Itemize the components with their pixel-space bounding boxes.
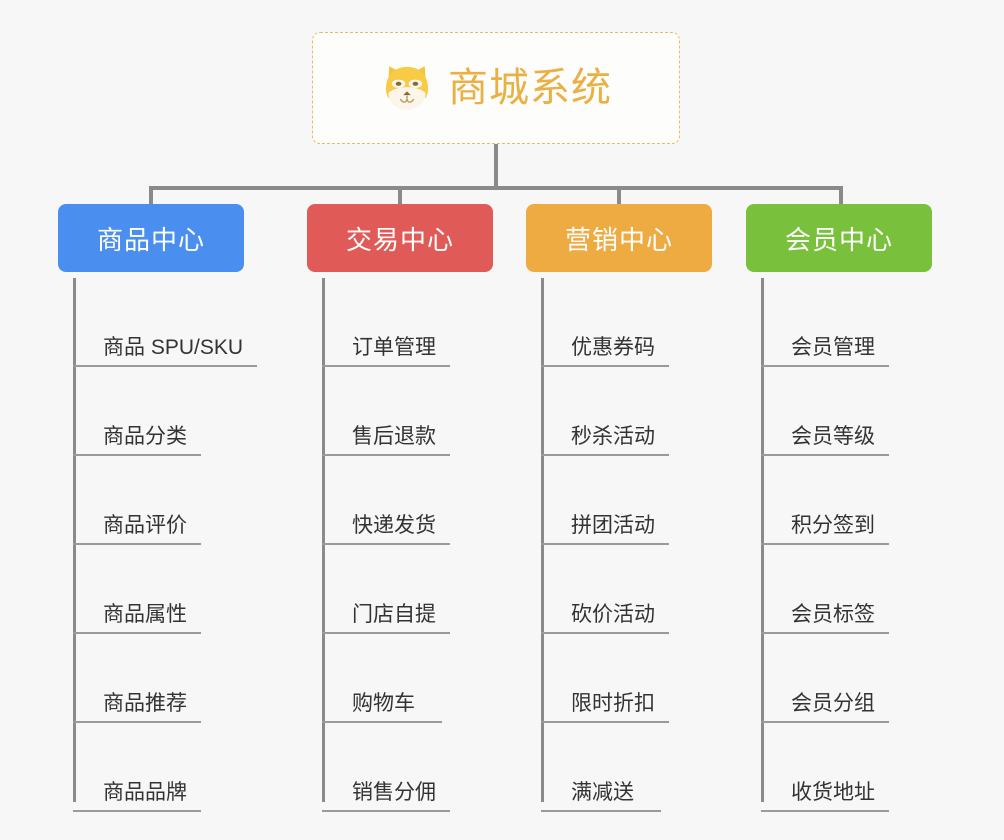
list-item[interactable]: 商品推荐 bbox=[73, 634, 201, 723]
leaf-label: 商品推荐 bbox=[103, 691, 187, 715]
leaf-list-member-center: 会员管理 会员等级 积分签到 会员标签 会员分组 收货地址 bbox=[761, 278, 889, 812]
root-node[interactable]: 商城系统 bbox=[312, 32, 680, 144]
list-item[interactable]: 商品属性 bbox=[73, 545, 201, 634]
list-item[interactable]: 满减送 bbox=[541, 723, 661, 812]
list-item[interactable]: 砍价活动 bbox=[541, 545, 669, 634]
list-item[interactable]: 商品 SPU/SKU bbox=[73, 278, 258, 367]
leaf-list-product-center: 商品 SPU/SKU 商品分类 商品评价 商品属性 商品推荐 商品品牌 bbox=[73, 278, 258, 812]
list-item[interactable]: 积分签到 bbox=[761, 456, 889, 545]
list-item[interactable]: 优惠券码 bbox=[541, 278, 669, 367]
list-item[interactable]: 会员管理 bbox=[761, 278, 889, 367]
leaf-label: 满减送 bbox=[571, 780, 634, 804]
leaf-label: 订单管理 bbox=[352, 335, 436, 359]
category-header-member-center[interactable]: 会员中心 bbox=[746, 204, 932, 272]
list-item[interactable]: 会员分组 bbox=[761, 634, 889, 723]
column-product-center: 商品中心 商品 SPU/SKU 商品分类 商品评价 商品属性 商品推荐 商品品牌 bbox=[58, 204, 258, 812]
column-spine bbox=[322, 278, 325, 802]
drop-connector-3 bbox=[617, 186, 621, 206]
leaf-label: 商品属性 bbox=[103, 602, 187, 626]
leaf-label: 秒杀活动 bbox=[571, 424, 655, 448]
leaf-label: 会员管理 bbox=[791, 335, 875, 359]
leaf-label: 限时折扣 bbox=[571, 691, 655, 715]
leaf-label: 商品分类 bbox=[103, 424, 187, 448]
list-item[interactable]: 会员等级 bbox=[761, 367, 889, 456]
list-item[interactable]: 拼团活动 bbox=[541, 456, 669, 545]
list-item[interactable]: 收货地址 bbox=[761, 723, 889, 812]
leaf-label: 商品 SPU/SKU bbox=[103, 335, 244, 359]
leaf-label: 会员等级 bbox=[791, 424, 875, 448]
column-trade-center: 交易中心 订单管理 售后退款 快递发货 门店自提 购物车 销售分佣 bbox=[307, 204, 493, 812]
leaf-label: 优惠券码 bbox=[571, 335, 655, 359]
category-label: 营销中心 bbox=[564, 224, 673, 255]
leaf-label: 砍价活动 bbox=[571, 602, 655, 626]
category-header-product-center[interactable]: 商品中心 bbox=[58, 204, 244, 272]
leaf-label: 收货地址 bbox=[791, 780, 875, 804]
list-item[interactable]: 门店自提 bbox=[322, 545, 450, 634]
list-item[interactable]: 快递发货 bbox=[322, 456, 450, 545]
shiba-dog-icon bbox=[385, 66, 429, 110]
list-item[interactable]: 销售分佣 bbox=[322, 723, 450, 812]
leaf-label: 积分签到 bbox=[791, 513, 875, 537]
drop-connector-2 bbox=[398, 186, 402, 206]
leaf-list-trade-center: 订单管理 售后退款 快递发货 门店自提 购物车 销售分佣 bbox=[322, 278, 450, 812]
column-spine bbox=[73, 278, 76, 802]
bus-bar-connector bbox=[149, 186, 843, 190]
column-spine bbox=[761, 278, 764, 802]
category-label: 交易中心 bbox=[345, 224, 454, 255]
list-item[interactable]: 售后退款 bbox=[322, 367, 450, 456]
column-marketing-center: 营销中心 优惠券码 秒杀活动 拼团活动 砍价活动 限时折扣 满减送 bbox=[526, 204, 712, 812]
list-item[interactable]: 购物车 bbox=[322, 634, 442, 723]
leaf-label: 购物车 bbox=[352, 691, 415, 715]
list-item[interactable]: 商品评价 bbox=[73, 456, 201, 545]
list-item[interactable]: 会员标签 bbox=[761, 545, 889, 634]
leaf-label: 会员分组 bbox=[791, 691, 875, 715]
category-label: 商品中心 bbox=[96, 224, 205, 255]
leaf-label: 会员标签 bbox=[791, 602, 875, 626]
list-item[interactable]: 商品分类 bbox=[73, 367, 201, 456]
category-label: 会员中心 bbox=[784, 224, 893, 255]
category-header-marketing-center[interactable]: 营销中心 bbox=[526, 204, 712, 272]
category-header-trade-center[interactable]: 交易中心 bbox=[307, 204, 493, 272]
drop-connector-4 bbox=[839, 186, 843, 206]
column-member-center: 会员中心 会员管理 会员等级 积分签到 会员标签 会员分组 收货地址 bbox=[746, 204, 932, 812]
list-item[interactable]: 秒杀活动 bbox=[541, 367, 669, 456]
root-title: 商城系统 bbox=[448, 66, 612, 110]
drop-connector-1 bbox=[149, 186, 153, 206]
root-stem-connector bbox=[494, 144, 498, 188]
list-item[interactable]: 限时折扣 bbox=[541, 634, 669, 723]
leaf-label: 销售分佣 bbox=[352, 780, 436, 804]
leaf-label: 拼团活动 bbox=[571, 513, 655, 537]
leaf-label: 门店自提 bbox=[352, 602, 436, 626]
leaf-label: 商品品牌 bbox=[103, 780, 187, 804]
leaf-label: 售后退款 bbox=[352, 424, 436, 448]
list-item[interactable]: 商品品牌 bbox=[73, 723, 201, 812]
leaf-list-marketing-center: 优惠券码 秒杀活动 拼团活动 砍价活动 限时折扣 满减送 bbox=[541, 278, 669, 812]
column-spine bbox=[541, 278, 544, 802]
leaf-label: 快递发货 bbox=[352, 513, 436, 537]
list-item[interactable]: 订单管理 bbox=[322, 278, 450, 367]
leaf-label: 商品评价 bbox=[103, 513, 187, 537]
